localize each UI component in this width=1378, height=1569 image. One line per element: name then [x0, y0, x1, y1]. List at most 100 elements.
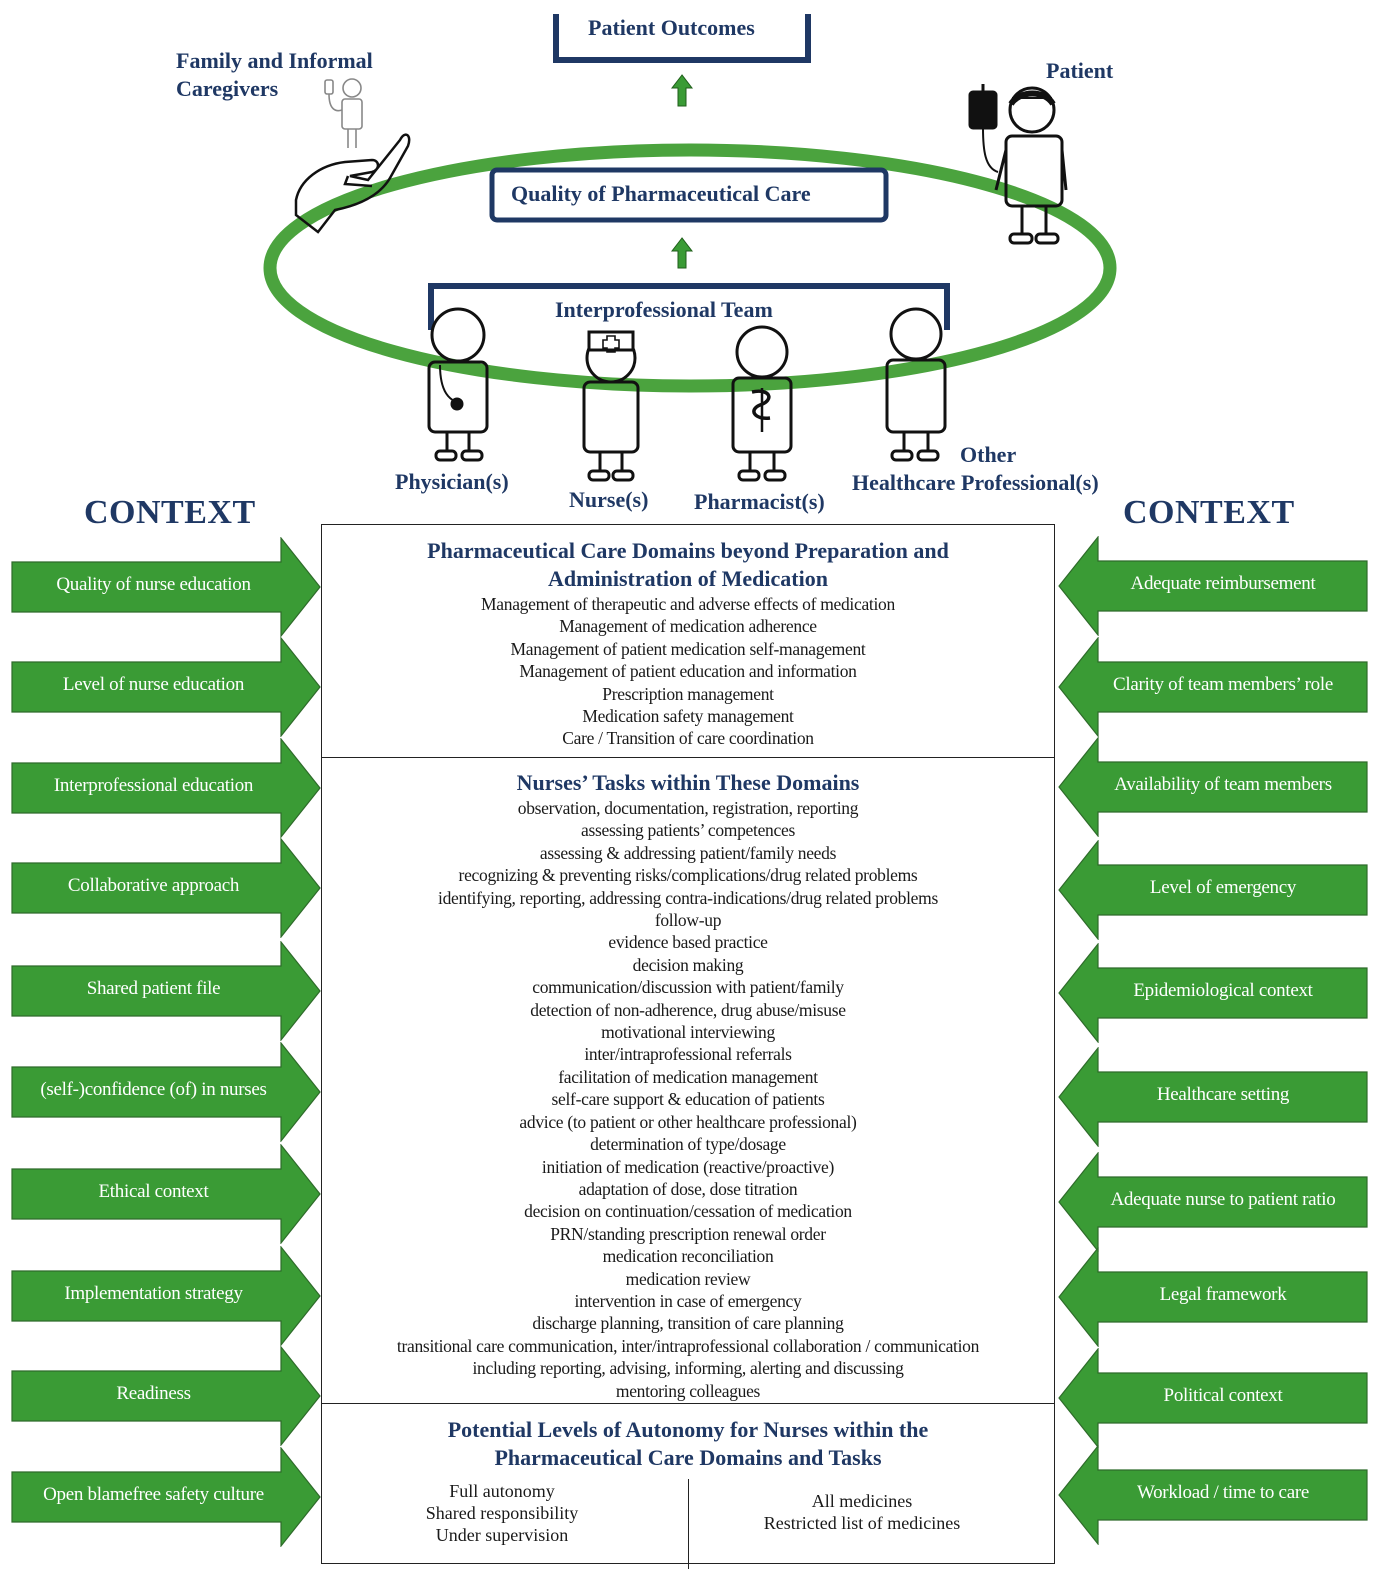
physician-figure-icon [427, 307, 489, 462]
domains-title-line2: Administration of Medication [548, 566, 828, 591]
context-arrow-right: Level of emergency [1058, 840, 1368, 940]
context-factor-label: Implementation strategy [64, 1283, 243, 1304]
context-arrow-left: Collaborative approach [11, 838, 321, 938]
domain-item: Care / Transition of care coordination [562, 728, 814, 749]
task-item: observation, documentation, registration… [517, 798, 859, 818]
context-factor-label: Collaborative approach [67, 875, 240, 896]
context-arrow-left: Quality of nurse education [11, 537, 321, 637]
context-factor-label: Adequate reimbursement [1130, 573, 1316, 594]
outcomes-bracket [553, 14, 811, 63]
context-arrow-left: Shared patient file [11, 941, 321, 1041]
other-label-line1: Other [960, 442, 1017, 467]
nurse-label: Nurse(s) [569, 487, 649, 512]
arrow-shape [1058, 1047, 1368, 1147]
context-arrow-right: Healthcare setting [1058, 1047, 1368, 1147]
task-item: decision making [632, 954, 744, 975]
context-arrow-right: Clarity of team members’ role [1058, 637, 1368, 737]
arrow-shape [1058, 1348, 1368, 1448]
patient-outcomes-label: Patient Outcomes [588, 15, 755, 40]
nurse-figure-icon [582, 330, 640, 482]
context-title-left: CONTEXT [84, 494, 256, 531]
context-factor-label: Epidemiological context [1133, 980, 1313, 1001]
context-factor-label: Quality of nurse education [56, 574, 251, 595]
arrow-shape [1058, 1152, 1368, 1252]
central-framework-box: Pharmaceutical Care Domains beyond Prepa… [321, 524, 1055, 1569]
context-arrow-left: Ethical context [11, 1144, 321, 1244]
context-arrow-left: Implementation strategy [11, 1246, 321, 1346]
autonomy-scope-item: All medicines [811, 1491, 913, 1511]
context-factor-label: Workload / time to care [1136, 1482, 1309, 1503]
context-arrow-left: Level of nurse education [11, 637, 321, 737]
task-item: inter/intraprofessional referrals [584, 1044, 792, 1065]
quality-box [489, 167, 889, 223]
task-item: motivational interviewing [601, 1022, 775, 1043]
other-label-line2: Healthcare Professional(s) [852, 470, 1099, 495]
patient-figure-icon [968, 84, 1068, 245]
domains-title-line1: Pharmaceutical Care Domains beyond Prepa… [427, 538, 949, 563]
arrow-shape [1058, 536, 1368, 636]
context-arrow-right: Political context [1058, 1348, 1368, 1448]
arrow-shape [1058, 1445, 1368, 1545]
arrow-shape [11, 838, 321, 938]
task-item: recognizing & preventing risks/complicat… [458, 865, 918, 886]
task-item: intervention in case of emergency [574, 1290, 802, 1311]
context-arrow-right: Availability of team members [1058, 737, 1368, 837]
context-factor-label: Interprofessional education [53, 775, 254, 796]
task-item: advice (to patient or other healthcare p… [519, 1111, 857, 1132]
domain-item: Management of patient education and info… [519, 661, 857, 682]
context-factor-label: Ethical context [98, 1181, 209, 1202]
quality-label: Quality of Pharmaceutical Care [511, 181, 811, 206]
arrow-shape [1058, 637, 1368, 737]
context-factor-label: Adequate nurse to patient ratio [1110, 1189, 1336, 1210]
family-label-line2: Caregivers [176, 76, 279, 101]
context-arrow-left: Interprofessional education [11, 738, 321, 838]
up-arrow-middle [670, 237, 694, 269]
arrow-shape [1058, 737, 1368, 837]
context-factor-label: Level of emergency [1149, 877, 1297, 898]
autonomy-level-item: Full autonomy [449, 1481, 555, 1501]
pharmacist-label: Pharmacist(s) [694, 489, 825, 514]
context-arrow-left: Readiness [11, 1346, 321, 1446]
arrow-shape [11, 1447, 321, 1547]
context-arrow-right: Adequate reimbursement [1058, 536, 1368, 636]
physician-label: Physician(s) [395, 469, 509, 494]
team-diagram [263, 14, 1117, 482]
divider-1 [322, 757, 1054, 758]
task-item: mentoring colleagues [615, 1380, 761, 1401]
task-item: facilitation of medication management [558, 1066, 818, 1087]
context-arrow-left: Open blamefree safety culture [11, 1447, 321, 1547]
context-title-right: CONTEXT [1123, 494, 1295, 531]
autonomy-scope-item: Restricted list of medicines [763, 1513, 961, 1533]
family-label-line1: Family and Informal [176, 48, 373, 73]
team-label: Interprofessional Team [555, 297, 773, 322]
small-patient-icon [324, 78, 363, 148]
context-factor-label: Political context [1163, 1385, 1283, 1406]
care-ring [263, 143, 1117, 393]
arrow-shape [11, 1346, 321, 1446]
domain-item: Prescription management [602, 683, 774, 704]
task-item: decision on continuation/cessation of me… [524, 1201, 852, 1222]
domain-item: Management of medication adherence [559, 616, 817, 637]
tasks-list: observation, documentation, registration… [322, 797, 1054, 1402]
arrow-shape [11, 537, 321, 637]
task-item: follow-up [654, 910, 722, 931]
context-factor-label: Healthcare setting [1156, 1084, 1290, 1105]
context-arrow-right: Workload / time to care [1058, 1445, 1368, 1545]
arrow-shape [1058, 1247, 1368, 1347]
context-arrow-right: Epidemiological context [1058, 943, 1368, 1043]
up-arrow-top [670, 74, 694, 107]
context-arrow-right: Adequate nurse to patient ratio [1058, 1152, 1368, 1252]
autonomy-title-line2: Pharmaceutical Care Domains and Tasks [494, 1445, 882, 1470]
arrow-shape [11, 941, 321, 1041]
arrow-shape [1058, 943, 1368, 1043]
task-item: including reporting, advising, informing… [472, 1358, 904, 1379]
context-arrow-left: (self-)confidence (of) in nurses [11, 1042, 321, 1142]
arrow-shape [11, 1246, 321, 1346]
context-factor-label: Open blamefree safety culture [43, 1484, 264, 1505]
pharmacist-figure-icon [731, 325, 793, 482]
domain-item: Medication safety management [582, 706, 794, 727]
task-item: determination of type/dosage [590, 1134, 786, 1155]
autonomy-column-divider [688, 1479, 689, 1569]
arrow-shape [11, 1144, 321, 1244]
